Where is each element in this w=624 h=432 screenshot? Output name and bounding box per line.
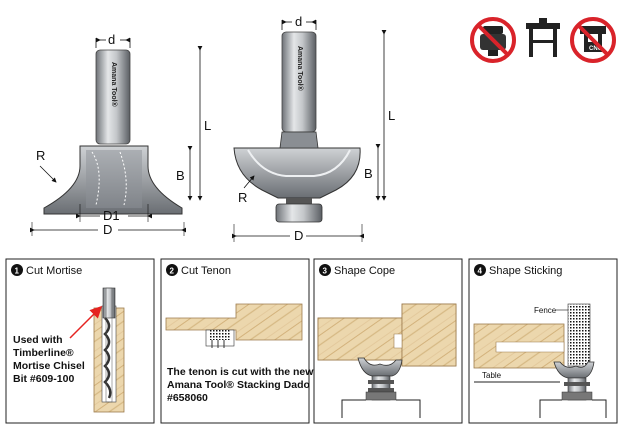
bit-1: Amana Tool® d L B R D1 D (30, 32, 211, 237)
step-1-text-line-1: Used with (13, 334, 63, 346)
step-3-cutter (357, 357, 403, 377)
step-2-text: The tenon is cut with the new Amana Tool… (167, 366, 316, 404)
bit-2-body (233, 147, 361, 199)
step-3-number: 3 (323, 267, 328, 276)
panel-step-2: 2 Cut Tenon The tenon is cut with the ne… (160, 258, 316, 424)
bit-2-bearing (275, 203, 323, 223)
panel-step-1: 1 Cut Mortise Used with Timberline® Mort… (5, 258, 155, 424)
bit-1-B-label: B (176, 168, 185, 183)
bit-2-D-label: D (294, 228, 303, 243)
step-1-chisel (102, 287, 116, 319)
step-1-number: 1 (15, 267, 20, 276)
cnc-text: CNC (589, 46, 603, 52)
panel-step-3: 3 Shape Cope (313, 258, 463, 424)
step-2-text-line-2: Amana Tool® Stacking Dado (167, 379, 310, 391)
step-4-title: Shape Sticking (489, 265, 562, 277)
bit-2-R-label: R (238, 190, 247, 205)
bit-1-d-label: d (108, 32, 115, 47)
step-1-text-line-2: Timberline® (13, 347, 74, 359)
no-cnc-icon: CNC (570, 17, 616, 63)
bit-1-D-label: D (103, 222, 112, 237)
step-2-board (165, 303, 303, 341)
bit-2: Amana Tool® d L B R D (232, 14, 395, 243)
bit-1-D1-label: D1 (103, 208, 120, 223)
step-1-text: Used with Timberline® Mortise Chisel Bit… (13, 334, 88, 385)
step-1-text-line-3: Mortise Chisel (13, 360, 85, 372)
router-table-icon (526, 18, 560, 57)
step-4-fence-label: Fence (534, 306, 557, 315)
step-2-text-line-3: #658060 (167, 392, 208, 404)
bit-2-d-label: d (295, 14, 302, 29)
step-4-number: 4 (478, 267, 483, 276)
step-4-fence (567, 303, 591, 367)
step-2-title: Cut Tenon (181, 265, 231, 277)
bit-1-R-label: R (36, 148, 45, 163)
panel-step-4: 4 Shape Sticking Fence Table (468, 258, 618, 424)
bit-1-L-label: L (204, 118, 211, 133)
bit-2-L-label: L (388, 108, 395, 123)
step-2-text-line-1: The tenon is cut with the new (167, 366, 314, 378)
step-3-board (317, 317, 403, 361)
step-4-cutter (553, 361, 595, 379)
step-1-text-line-4: Bit #609-100 (13, 373, 74, 385)
step-3-title: Shape Cope (334, 265, 395, 277)
step-1-title: Cut Mortise (26, 265, 82, 277)
step-4-table-label: Table (482, 371, 502, 380)
no-handheld-router-icon (470, 17, 516, 63)
step-2-number: 2 (170, 267, 175, 276)
bit-2-brand: Amana Tool® (296, 46, 304, 92)
bit-1-brand: Amana Tool® (110, 62, 118, 108)
bit-1-shank (95, 49, 131, 145)
bit-2-B-label: B (364, 166, 373, 181)
